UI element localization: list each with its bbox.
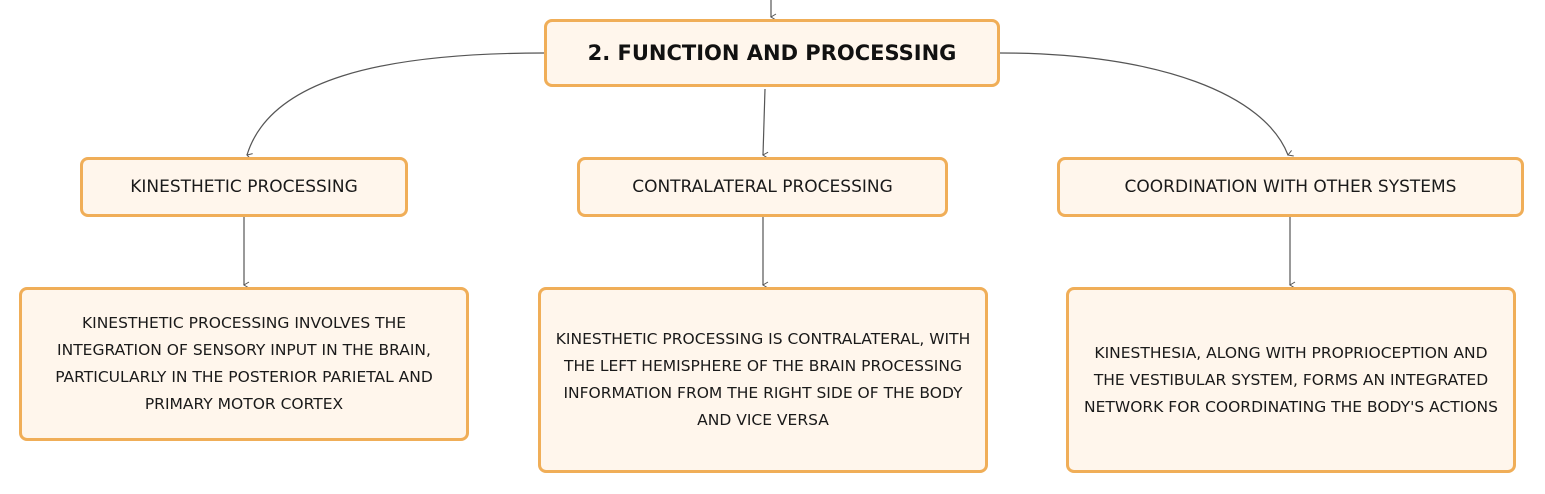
root-node-function-and-processing[interactable]: 2. FUNCTION AND PROCESSING — [544, 19, 1000, 87]
detail-node-text: KINESTHETIC PROCESSING INVOLVES THE INTE… — [55, 314, 433, 413]
branch-node-contralateral-processing[interactable]: CONTRALATERAL PROCESSING — [577, 157, 948, 217]
connector-root-to-kinesthetic-processing — [246, 52, 545, 160]
detail-node-contralateral-processing[interactable]: KINESTHETIC PROCESSING IS CONTRALATERAL,… — [538, 287, 988, 473]
branch-node-label: KINESTHETIC PROCESSING — [130, 177, 358, 197]
detail-node-text: KINESTHETIC PROCESSING IS CONTRALATERAL,… — [555, 330, 971, 429]
root-node-label: 2. FUNCTION AND PROCESSING — [587, 41, 957, 65]
detail-node-text: KINESTHESIA, ALONG WITH PROPRIOCEPTION A… — [1084, 343, 1498, 416]
branch-node-label: CONTRALATERAL PROCESSING — [632, 177, 893, 197]
branch-node-kinesthetic-processing[interactable]: KINESTHETIC PROCESSING — [80, 157, 408, 217]
branch-node-coordination-with-other-systems[interactable]: COORDINATION WITH OTHER SYSTEMS — [1057, 157, 1524, 217]
detail-node-kinesthetic-processing[interactable]: KINESTHETIC PROCESSING INVOLVES THE INTE… — [19, 287, 469, 441]
connector-root-to-contralateral-processing — [762, 88, 769, 159]
branch-node-label: COORDINATION WITH OTHER SYSTEMS — [1124, 177, 1457, 197]
detail-node-coordination-with-other-systems[interactable]: KINESTHESIA, ALONG WITH PROPRIOCEPTION A… — [1066, 287, 1516, 473]
connector-root-to-coordination — [999, 52, 1294, 157]
